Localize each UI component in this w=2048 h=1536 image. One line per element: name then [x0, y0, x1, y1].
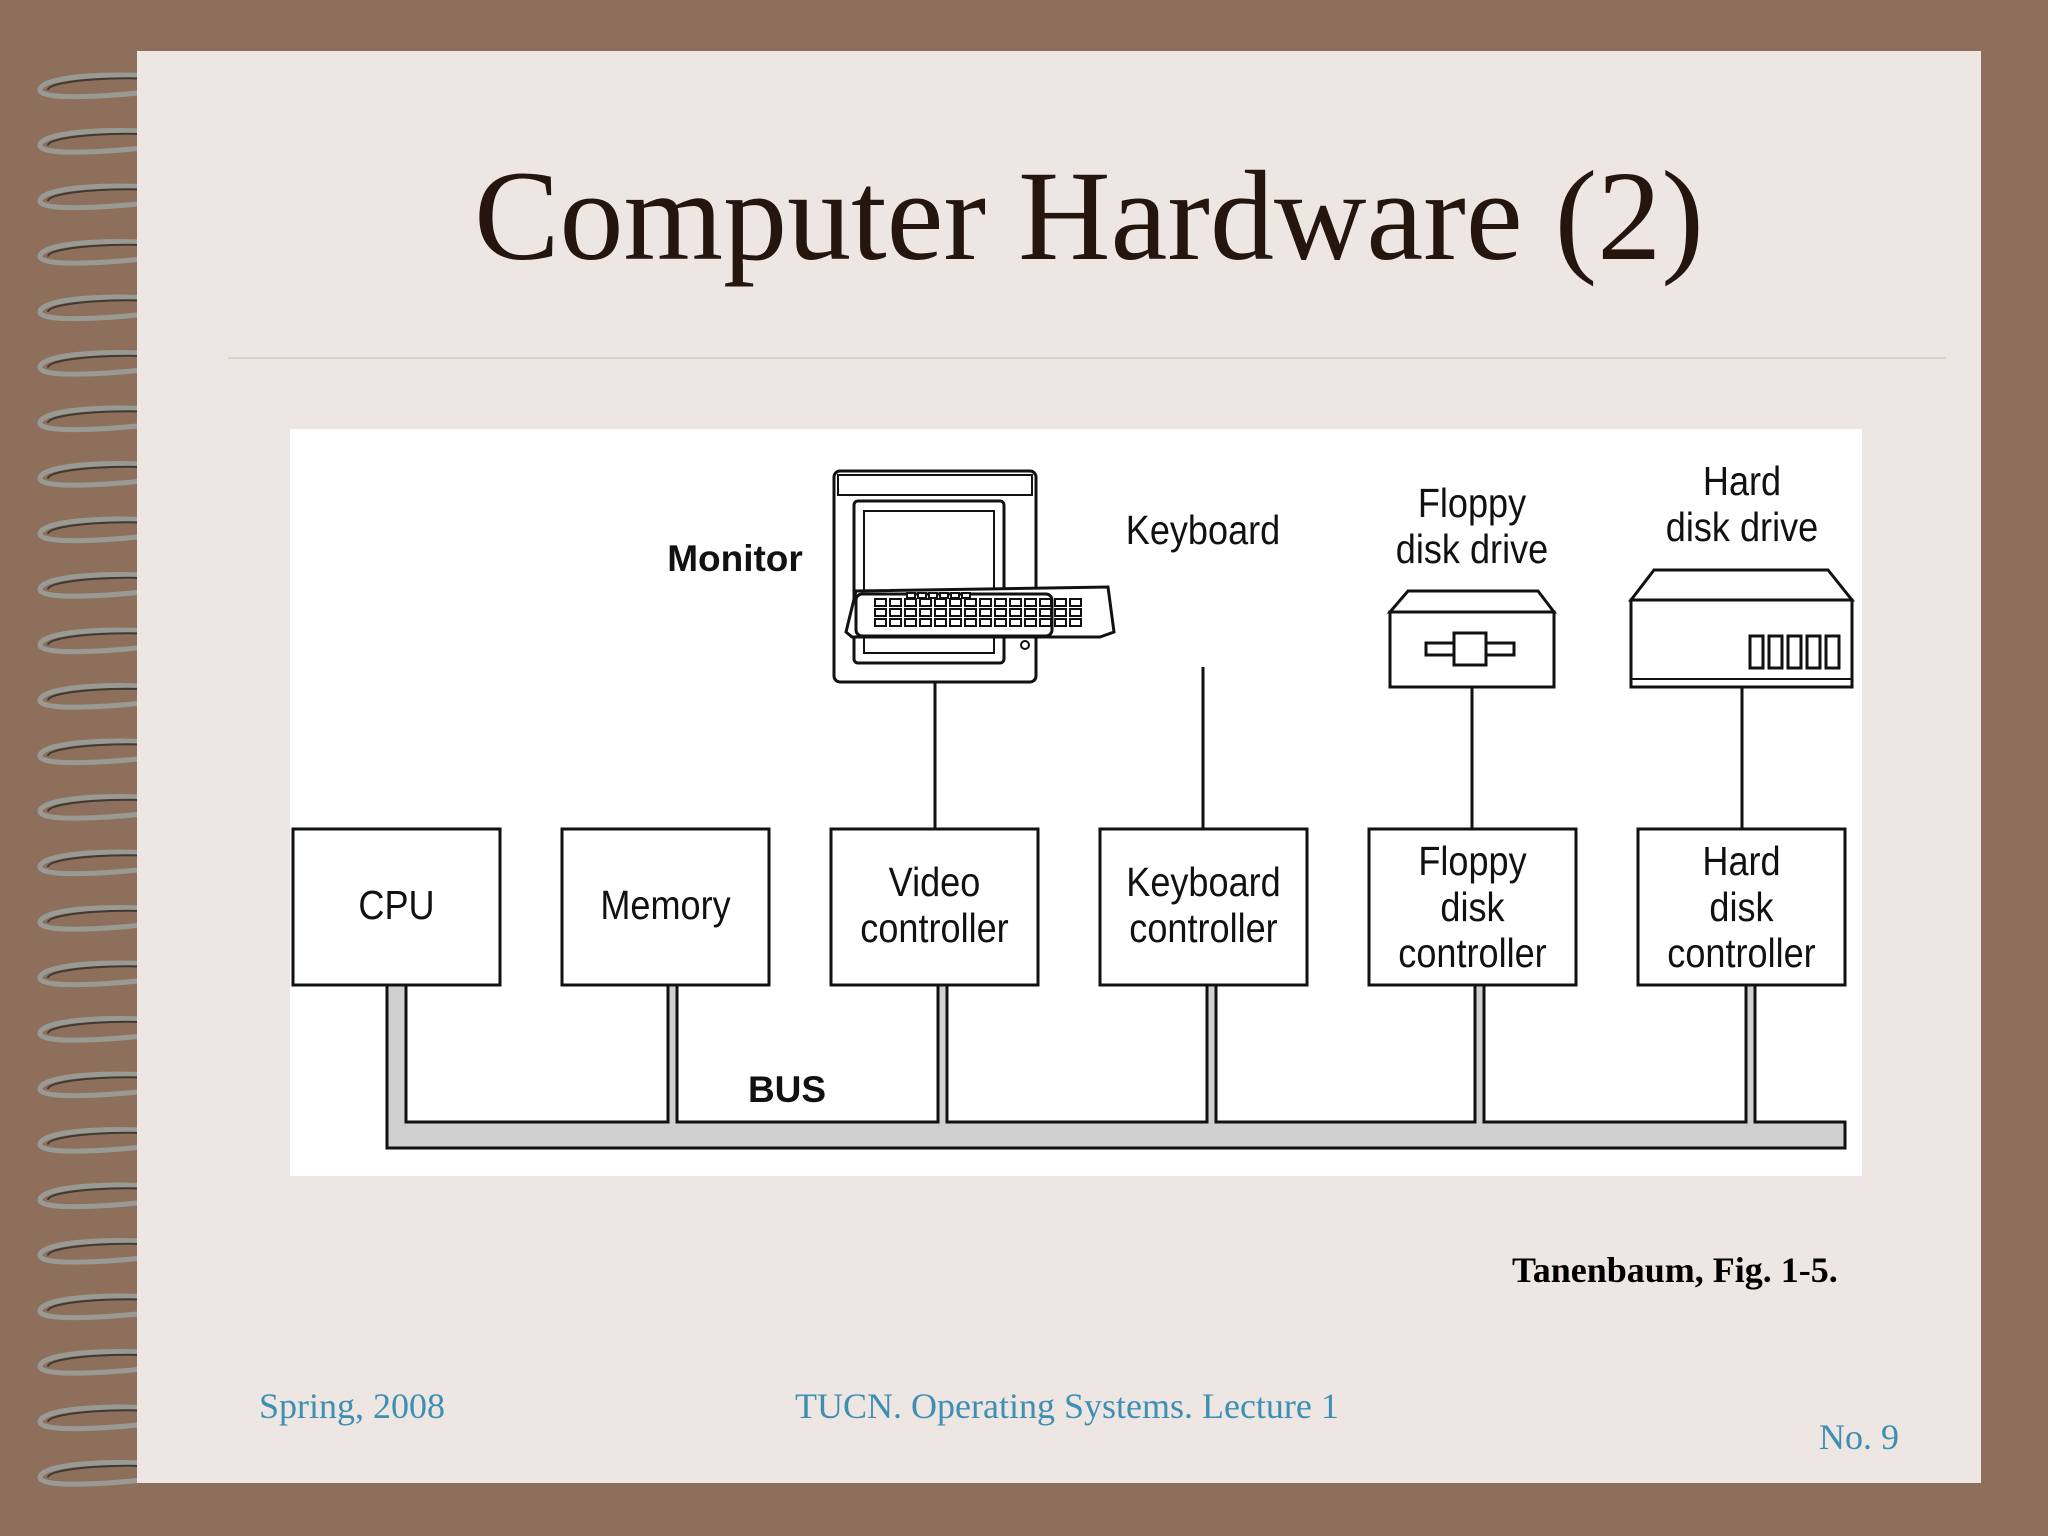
keyboard-icon [844, 585, 1116, 639]
video-controller-label: Video controller [860, 859, 1009, 951]
footer-date: Spring, 2008 [259, 1386, 446, 1426]
keyboard-controller-label: Keyboard controller [1126, 859, 1281, 951]
cpu-label: CPU [358, 882, 435, 928]
cpu-box [291, 827, 502, 987]
memory-box [560, 827, 771, 987]
floppy-controller-label: Floppy disk controller [1398, 838, 1547, 976]
keyboard-label: Keyboard [1125, 507, 1281, 553]
hardware-diagram: Monitor Keyboard Floppy disk drive Hard … [290, 429, 1862, 1176]
bus-outer [385, 983, 1847, 1150]
floppy-drive-label: Floppy disk drive [1395, 480, 1549, 572]
hard-drive-icon [1627, 568, 1856, 689]
keyboard-controller-box [1098, 827, 1309, 987]
figure-caption: Tanenbaum, Fig. 1-5. [1512, 1250, 1838, 1290]
diagram-drawing [291, 469, 1856, 1150]
title-divider [228, 357, 1946, 359]
monitor-label: Monitor [667, 538, 803, 579]
bus-label: BUS [747, 1069, 827, 1110]
hard-controller-label: Hard disk controller [1667, 838, 1816, 976]
memory-label: Memory [600, 882, 731, 928]
hard-controller-box [1636, 827, 1847, 987]
slide-number: No. 9 [1819, 1417, 1899, 1457]
slide-title: Computer Hardware (2) [474, 145, 1704, 287]
floppy-drive-icon [1386, 589, 1558, 689]
footer-course: TUCN. Operating Systems. Lecture 1 [795, 1386, 1339, 1426]
monitor-icon [832, 469, 1038, 684]
hard-drive-label: Hard disk drive [1665, 458, 1819, 550]
